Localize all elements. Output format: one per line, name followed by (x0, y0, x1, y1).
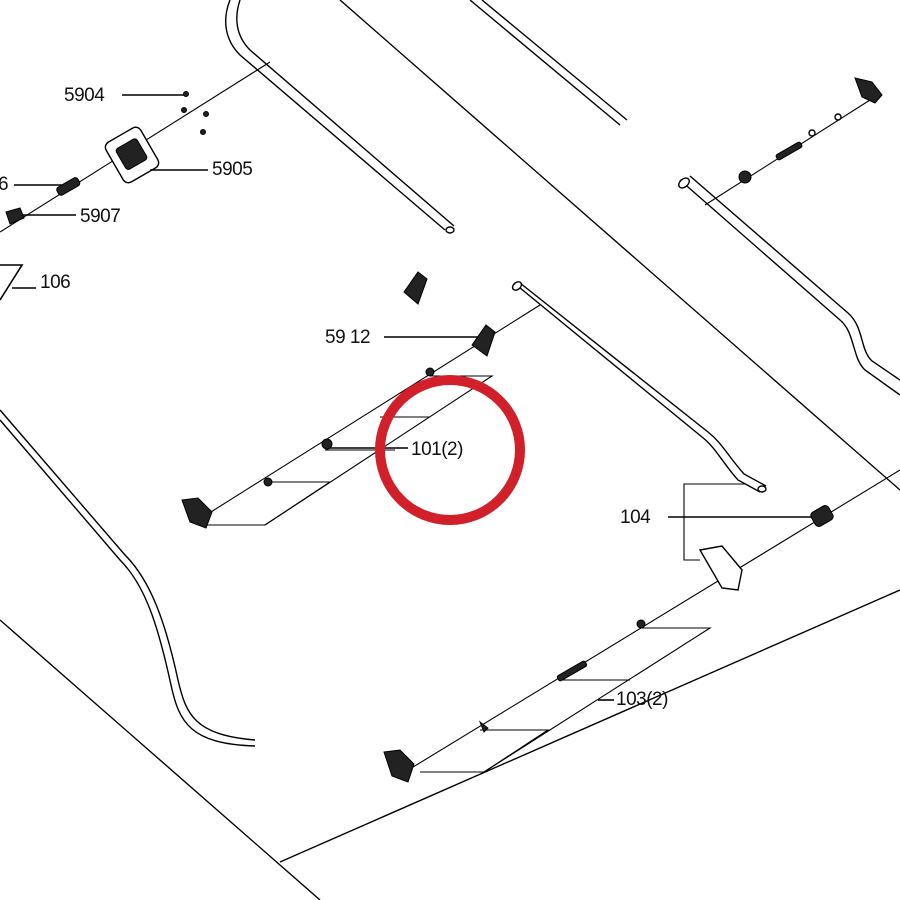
middle-tube-inner (519, 282, 767, 487)
screw-5904 (183, 91, 189, 97)
middle-tube (511, 281, 767, 493)
pin-a (263, 477, 273, 487)
pin-b (321, 438, 333, 450)
right-spring (775, 141, 803, 161)
right-washer-b (834, 113, 842, 121)
label-5907: 5907 (80, 206, 120, 227)
label-103: 103(2) (616, 689, 668, 710)
right-tube-inner (689, 175, 900, 381)
spring-104 (810, 505, 834, 527)
leader-106-bracket (0, 264, 24, 301)
part-labels: 5904 5905 6 5907 106 59 12 101(2) 104 10… (0, 85, 669, 710)
clip-5907 (5, 207, 25, 225)
right-knob (738, 170, 752, 184)
label-5912: 59 12 (325, 327, 370, 348)
clip-left-103 (383, 749, 415, 783)
frame-edge-bottom (279, 589, 900, 863)
lower-bracket-b (483, 627, 712, 773)
washer-a (181, 107, 187, 113)
bracket-5905-inner (115, 138, 148, 170)
middle-tube-outer (513, 282, 761, 493)
spring-5906 (56, 177, 81, 196)
highlight-circle (375, 375, 525, 525)
handle-tube-inner (236, 0, 455, 227)
clip-5912 (471, 324, 496, 357)
clip-loose (403, 271, 428, 305)
frame-edge-upper-right (339, 0, 900, 491)
left-rail-outer (0, 409, 256, 741)
lower-pin (636, 619, 646, 629)
label-104: 104 (620, 507, 651, 528)
lower-tab (478, 720, 489, 733)
clip-left-101 (181, 497, 213, 529)
top-tube-edge-b (481, 0, 628, 121)
label-106: 106 (40, 272, 70, 293)
leader-lines (0, 94, 812, 701)
middle-rod-assembly (181, 271, 541, 529)
frame-edge-lower-left (0, 619, 321, 900)
bracket-104-outline (683, 483, 746, 561)
washer-c (200, 129, 206, 135)
right-tube-outer (679, 179, 900, 396)
handle-tube-end-cap (445, 226, 455, 234)
middle-tube-end (757, 485, 767, 493)
label-5905: 5905 (212, 159, 252, 180)
top-tube-edge-a (469, 0, 621, 126)
right-upper-rod (704, 77, 883, 206)
middle-tube-cap (511, 281, 523, 291)
right-clip (854, 77, 883, 104)
top-center-tube (469, 0, 628, 126)
right-upper-tube (678, 175, 900, 396)
washer-b (203, 111, 209, 117)
upper-handle-tube (224, 0, 455, 234)
lower-rod-assembly (383, 469, 900, 783)
label-5904: 5904 (64, 85, 105, 106)
left-rail-inner (0, 419, 256, 747)
label-5906: 6 (0, 174, 8, 195)
label-101: 101(2) (411, 439, 463, 460)
upper-rod-assembly (0, 61, 271, 233)
bracket-104-lower (698, 545, 743, 591)
right-tube-end (678, 177, 690, 189)
pin-c (425, 367, 435, 377)
handle-tube-outer (224, 0, 446, 231)
lower-spring (556, 660, 588, 682)
right-washer-a (808, 129, 816, 137)
left-curved-rail (0, 409, 256, 747)
